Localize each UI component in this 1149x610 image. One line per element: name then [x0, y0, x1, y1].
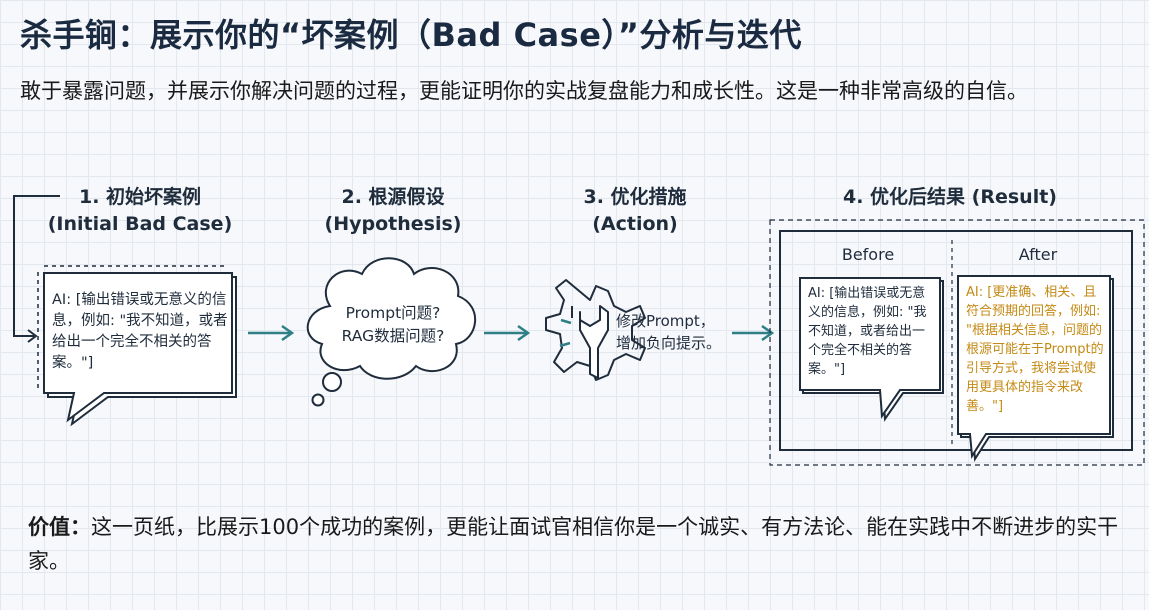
after-bubble-text: AI: [更准确、相关、且符合预期的回答，例如: "根据相关信息，问题的根源可能… — [966, 285, 1104, 414]
value-text: 这一页纸，比展示100个成功的案例，更能让面试官相信你是一个诚实、有方法论、能在… — [28, 515, 1119, 573]
step-2-title-main: 2. 根源假设 — [341, 186, 445, 208]
gear-wrench-icon — [545, 279, 646, 381]
step-3-action-line-2: 增加负向提示。 — [616, 334, 722, 352]
step-4-title: 4. 优化后结果 (Result) — [843, 186, 1057, 208]
step-3-title-sub: (Action) — [592, 213, 678, 235]
flow-arrow-1 — [248, 324, 295, 342]
after-speech-bubble — [957, 275, 1114, 463]
result-frame — [769, 219, 1145, 466]
step-2-cloud-line-2: RAG数据问题? — [341, 327, 445, 345]
value-statement: 价值：这一页纸，比展示100个成功的案例，更能让面试官相信你是一个诚实、有方法论… — [28, 510, 1128, 578]
step-3-title: 3. 优化措施 (Action) — [540, 184, 730, 238]
thought-cloud — [306, 257, 476, 407]
feedback-arrow-head — [27, 329, 38, 343]
step-2-cloud-text: Prompt问题? RAG数据问题? — [318, 302, 468, 348]
after-label: After — [1018, 245, 1058, 264]
before-label: Before — [841, 245, 895, 264]
feedback-loop-line — [13, 195, 60, 337]
step-2-title-sub: (Hypothesis) — [324, 213, 462, 235]
step-1-title-sub: (Initial Bad Case) — [47, 213, 233, 235]
flow-arrow-2 — [484, 324, 531, 342]
value-lead: 价值： — [28, 515, 91, 539]
step-2-title: 2. 根源假设 (Hypothesis) — [298, 184, 488, 238]
page-title: 杀手锏：展示你的“坏案例（Bad Case）”分析与迭代 — [20, 16, 802, 54]
page-subtitle: 敢于暴露问题，并展示你解决问题的过程，更能证明你的实战复盘能力和成长性。这是一种… — [20, 79, 1028, 103]
step-1-title-main: 1. 初始坏案例 — [78, 186, 202, 208]
before-bubble-text: AI: [输出错误或无意义的信息，例如: "我不知道，或者给出一个完全不相关的答… — [808, 286, 927, 377]
step-2-cloud-line-1: Prompt问题? — [345, 304, 441, 322]
step-1-bubble-text: AI: [输出错误或无意义的信息，例如: "我不知道，或者给出一个完全不相关的答… — [52, 292, 228, 371]
step-3-title-main: 3. 优化措施 — [583, 186, 687, 208]
flow-arrow-3 — [732, 324, 775, 342]
step-1-title: 1. 初始坏案例 (Initial Bad Case) — [40, 184, 240, 238]
bad-case-speech-bubble — [37, 265, 237, 427]
before-speech-bubble — [799, 277, 944, 422]
step-3-action-text: 修改Prompt， 增加负向提示。 — [616, 310, 736, 354]
step-3-action-line-1: 修改Prompt， — [616, 312, 715, 330]
